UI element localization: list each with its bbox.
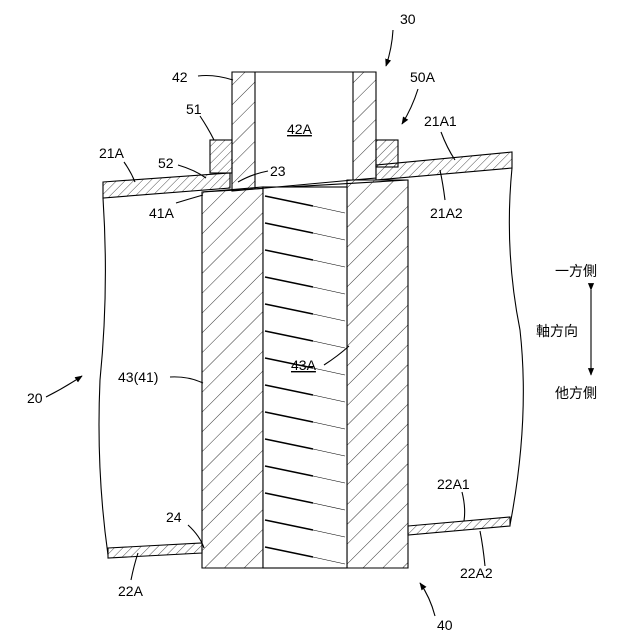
label-51: 51 — [186, 101, 202, 117]
label-50A: 50A — [410, 69, 436, 85]
leader-42 — [198, 76, 233, 81]
axis-label-one-side: 一方側 — [555, 263, 597, 279]
body-right-wavy-edge — [509, 168, 523, 525]
label-21A: 21A — [99, 145, 125, 161]
axis-label-other-side: 他方側 — [555, 385, 597, 401]
label-42: 42 — [172, 69, 188, 85]
label-41A: 41A — [149, 205, 175, 221]
label-20: 20 — [27, 390, 43, 406]
leader-21A — [124, 162, 135, 182]
lower-wall-left — [108, 543, 202, 558]
leader-40 — [420, 583, 435, 616]
main-body-41 — [202, 187, 263, 568]
leader-22A2 — [480, 531, 485, 566]
leader-4341 — [170, 377, 203, 383]
leader-22A1 — [462, 492, 465, 521]
tube-42-left-wall — [232, 72, 255, 191]
label-22A: 22A — [118, 583, 144, 599]
label-52: 52 — [158, 155, 174, 171]
label-43-41: 43(41) — [118, 369, 158, 385]
leader-21A1 — [441, 132, 455, 160]
label-30: 30 — [400, 11, 416, 27]
label-42A: 42A — [287, 121, 313, 137]
body-left-wavy-edge — [99, 198, 108, 555]
sleeve-left-51 — [210, 140, 232, 173]
main-body-41-right — [347, 180, 408, 568]
label-22A1: 22A1 — [437, 476, 470, 492]
sleeve-right-51 — [376, 140, 398, 167]
label-24: 24 — [166, 509, 182, 525]
leader-51 — [200, 116, 214, 140]
label-43A: 43A — [291, 357, 317, 373]
axis-label-direction: 軸方向 — [536, 323, 578, 339]
leader-30 — [386, 30, 393, 66]
leader-20 — [46, 376, 82, 397]
lower-wall-right — [408, 517, 510, 535]
label-21A2: 21A2 — [430, 205, 463, 221]
leader-50A — [402, 89, 418, 124]
tube-42-right-wall — [353, 72, 376, 180]
label-40: 40 — [437, 617, 453, 633]
label-21A1: 21A1 — [424, 113, 457, 129]
label-23: 23 — [270, 163, 286, 179]
bore-43A — [263, 187, 347, 568]
label-22A2: 22A2 — [460, 565, 493, 581]
leader-41A — [176, 195, 203, 203]
